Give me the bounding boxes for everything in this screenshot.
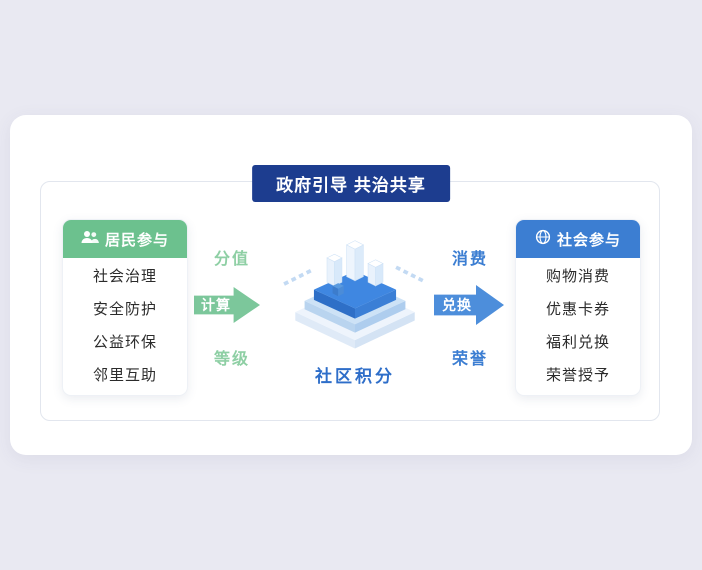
social-panel-title: 社会参与 [556,231,621,249]
consume-label: 消费 [451,251,488,268]
diagram-card: 政府引导 共治共享 居民参与 社会治理 安全防护 公益环保 邻里互助 分值 计算… [10,115,692,455]
honor-label: 荣誉 [451,351,488,368]
list-item: 购物消费 [545,268,610,285]
title-badge: 政府引导 共治共享 [252,165,450,202]
social-panel-header: 社会参与 [516,220,640,258]
list-item: 荣誉授予 [545,367,610,384]
globe-icon [535,229,551,249]
resident-panel-title: 居民参与 [104,231,169,249]
social-participation-panel: 社会参与 购物消费 优惠卡券 福利兑换 荣誉授予 [515,219,641,396]
social-panel-body: 购物消费 优惠卡券 福利兑换 荣誉授予 [516,258,640,395]
exchange-arrow-label: 兑换 [442,297,472,313]
list-item: 安全防护 [92,301,157,318]
center-caption: 社区积分 [315,367,395,386]
level-label: 等级 [213,351,250,368]
resident-panel-body: 社会治理 安全防护 公益环保 邻里互助 [63,258,187,395]
people-icon [81,230,99,248]
score-label: 分值 [213,251,250,268]
resident-panel-header: 居民参与 [63,220,187,258]
community-points-illustration [280,215,430,355]
list-item: 邻里互助 [92,367,157,384]
list-item: 优惠卡券 [545,301,610,318]
list-item: 福利兑换 [545,334,610,351]
list-item: 公益环保 [92,334,157,351]
list-item: 社会治理 [92,268,157,285]
calculate-arrow-label: 计算 [201,297,231,313]
resident-participation-panel: 居民参与 社会治理 安全防护 公益环保 邻里互助 [62,219,188,396]
